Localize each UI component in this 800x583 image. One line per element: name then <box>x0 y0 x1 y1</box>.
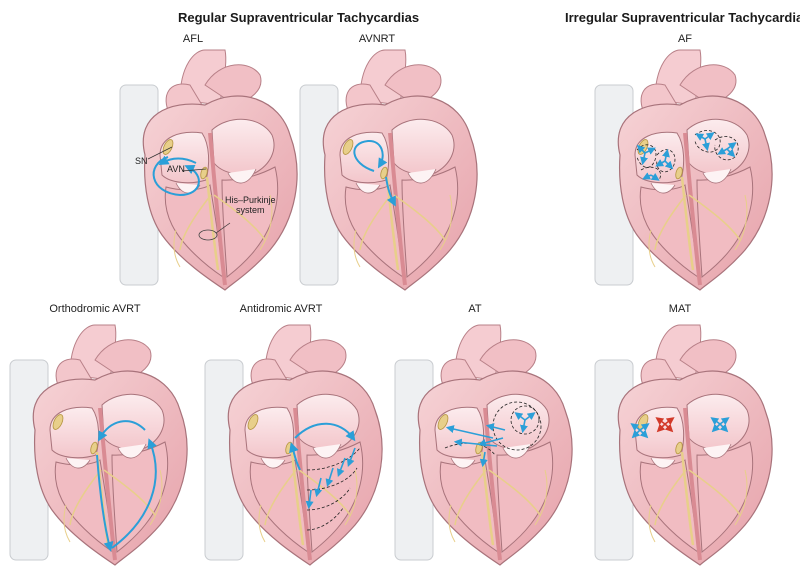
af-heart <box>585 45 785 295</box>
avnrt-heart <box>290 45 490 295</box>
panel-label-antidromic-avrt: Antidromic AVRT <box>239 303 323 315</box>
at-heart <box>385 320 585 570</box>
sn-annotation: SN <box>135 156 148 166</box>
afl-heart <box>110 45 310 295</box>
mat-heart <box>585 320 785 570</box>
irregular-svt-title: Irregular Supraventricular Tachycardias <box>565 10 800 25</box>
his-purkinje-line1: His–Purkinje <box>225 195 276 205</box>
orthodromic-avrt-heart <box>0 320 200 570</box>
his-purkinje-annotation: His–Purkinje system <box>225 195 276 215</box>
his-purkinje-line2: system <box>236 205 265 215</box>
panel-label-orthodromic-avrt: Orthodromic AVRT <box>49 303 141 315</box>
panel-label-avnrt: AVNRT <box>358 33 396 45</box>
panel-label-afl: AFL <box>182 33 204 45</box>
panel-label-at: AT <box>468 303 482 315</box>
regular-svt-title: Regular Supraventricular Tachycardias <box>178 10 420 25</box>
avn-annotation: AVN <box>167 164 185 174</box>
panel-label-af: AF <box>677 33 693 45</box>
panel-label-mat: MAT <box>668 303 692 315</box>
antidromic-avrt-heart <box>195 320 395 570</box>
